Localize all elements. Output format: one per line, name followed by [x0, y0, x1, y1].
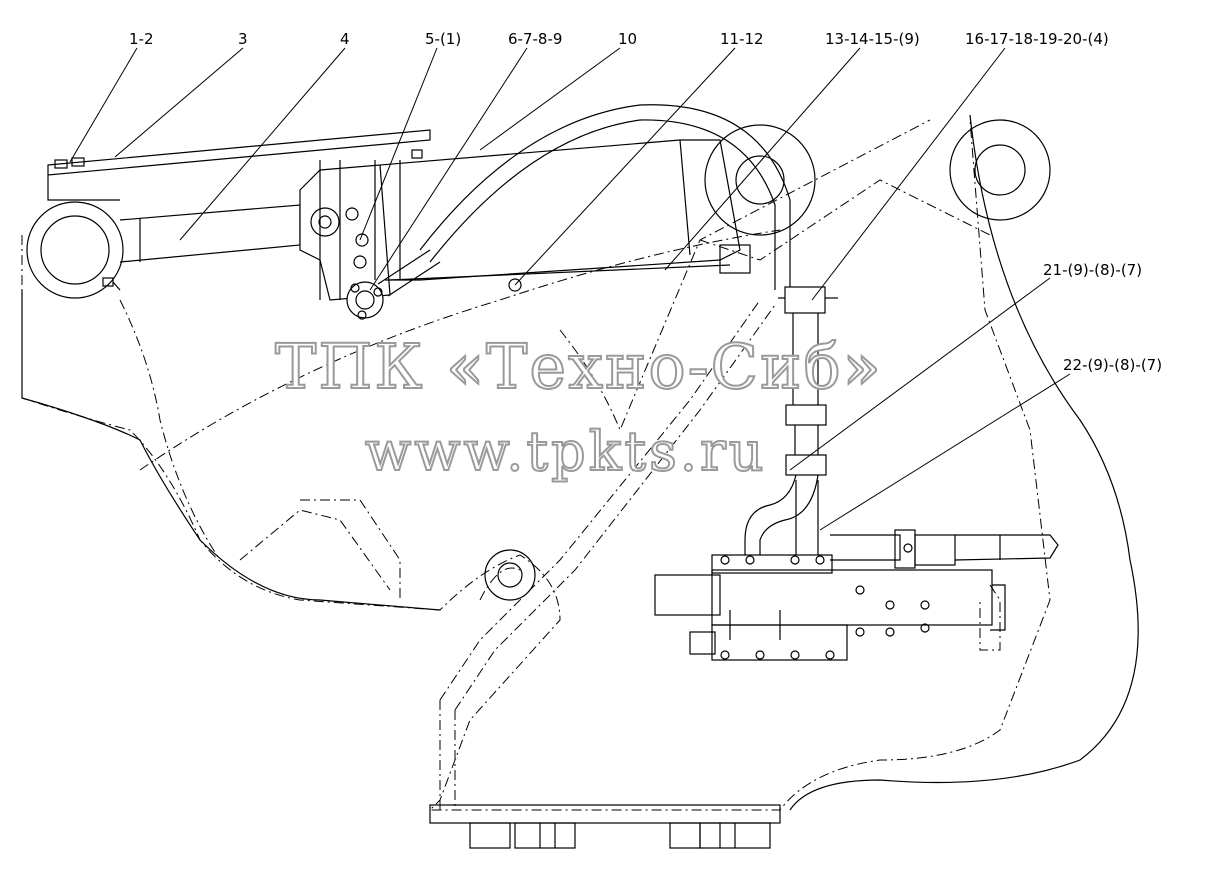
- pipe-clamp-and-tubes: [744, 286, 838, 555]
- leader-c5: [369, 47, 528, 291]
- leader-c3: [179, 47, 346, 241]
- leader-c9: [811, 47, 1006, 301]
- callout-3: 3: [238, 30, 248, 48]
- leader-c11: [819, 373, 1071, 531]
- callout-10: 10: [618, 30, 637, 48]
- callout-11-12: 11-12: [720, 30, 764, 48]
- hose-elbow-fitting: [346, 249, 441, 320]
- leader-c10: [789, 277, 1051, 471]
- boom-left-contour: [21, 290, 441, 611]
- hydraulic-cylinder: [119, 139, 751, 301]
- watermark-url: www.tpkts.ru: [365, 420, 767, 483]
- callout-1-2: 1-2: [129, 30, 154, 48]
- callout-5: 5-(1): [425, 30, 461, 48]
- leader-lines: [69, 47, 1071, 531]
- boom-right-contour: [789, 114, 1139, 811]
- leader-c6: [479, 47, 621, 151]
- watermark: ТПК «Техно-Сиб» www.tpkts.ru: [274, 329, 883, 484]
- cylinder-rod-eye: [26, 201, 124, 299]
- leader-c7: [514, 47, 736, 286]
- callout-13-14-15: 13-14-15-(9): [825, 30, 920, 48]
- leader-c8: [664, 47, 861, 271]
- valve-block: [654, 554, 1006, 661]
- watermark-company: ТПК «Техно-Сиб»: [275, 330, 883, 403]
- top-guard-plate: [47, 129, 431, 201]
- callout-6-7-8-9: 6-7-8-9: [508, 30, 562, 48]
- callout-labels: 1-2 3 4 5-(1) 6-7-8-9 10 11-12 13-14-15-…: [129, 30, 1162, 374]
- leader-c2: [114, 47, 244, 158]
- auxiliary-cylinder: [830, 529, 1059, 569]
- base-frame: [429, 804, 781, 849]
- leader-c4: [359, 47, 438, 241]
- callout-16-20: 16-17-18-19-20-(4): [965, 30, 1109, 48]
- callout-22: 22-(9)-(8)-(7): [1063, 356, 1162, 374]
- leader-c1: [69, 47, 138, 163]
- callout-4: 4: [340, 30, 350, 48]
- boom-body-outline: [21, 119, 1051, 811]
- hydraulic-hose: [419, 104, 791, 290]
- callout-21: 21-(9)-(8)-(7): [1043, 261, 1142, 279]
- boom-pin-bosses: [484, 119, 1051, 601]
